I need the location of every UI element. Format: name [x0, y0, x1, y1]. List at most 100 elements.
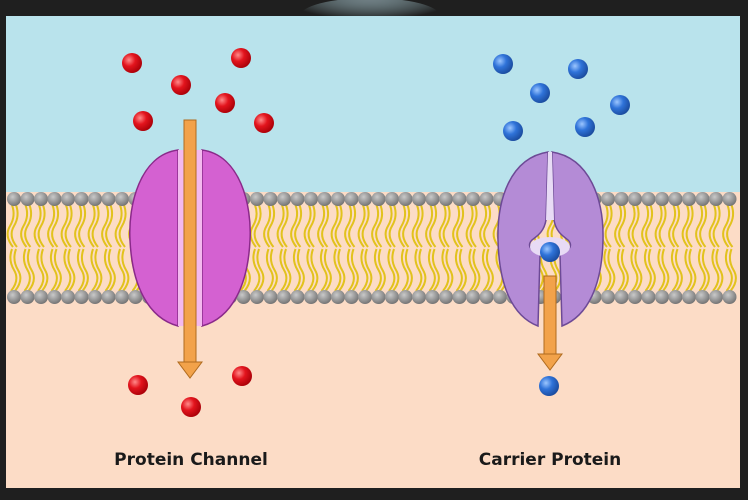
red-molecule	[122, 53, 142, 73]
lipid-head	[628, 290, 642, 304]
lipid-head	[101, 192, 116, 206]
lipid-tail	[697, 248, 706, 292]
lipid-tail	[641, 204, 650, 248]
lipid-head	[115, 290, 129, 304]
carrier-arrow-head	[537, 353, 563, 371]
lipid-tail	[495, 248, 504, 292]
channel-right-lobe	[201, 149, 251, 327]
lipid-tail	[620, 248, 629, 292]
blue-molecule	[610, 95, 630, 115]
lipid-tail	[377, 248, 386, 292]
lipid-tail	[427, 248, 436, 292]
lipid-tail	[643, 248, 652, 292]
lipid-tail	[26, 248, 35, 292]
lipid-tail	[87, 204, 96, 248]
lipid-tail	[60, 204, 69, 248]
lipid-tail	[63, 248, 72, 292]
channel-arrow-shaft	[183, 119, 197, 365]
lipid-head	[479, 192, 494, 206]
lipid-head	[641, 192, 656, 206]
lipid-tail	[117, 248, 126, 292]
lipid-tail	[36, 248, 45, 292]
lipid-head	[47, 290, 62, 304]
lipid-head	[304, 192, 318, 206]
lipid-tail	[472, 248, 481, 292]
lipid-head	[358, 290, 372, 304]
lipid-tail	[661, 248, 670, 292]
lipid-head	[128, 290, 143, 304]
lipid-head	[425, 290, 440, 304]
lipid-tail	[387, 248, 396, 292]
red-molecule	[232, 366, 252, 386]
lipid-head	[317, 192, 332, 206]
lipid-tail	[53, 248, 62, 292]
lipid-tail	[375, 204, 384, 248]
lipid-tail	[400, 248, 409, 292]
lipid-tail	[616, 248, 625, 292]
lipid-tail	[307, 204, 316, 248]
lipid-tail	[64, 204, 73, 248]
lipid-tail	[47, 204, 56, 248]
lipid-tail	[685, 204, 694, 248]
lipid-head	[34, 290, 48, 304]
lipid-head	[61, 192, 75, 206]
channel-arrow-head	[177, 361, 203, 379]
lipid-tail	[454, 248, 463, 292]
lipid-tail	[107, 248, 116, 292]
lipid-tail	[22, 248, 31, 292]
lipid-tail	[121, 248, 130, 292]
lipid-tail	[371, 204, 380, 248]
lipid-tail	[402, 204, 411, 248]
lipid-head	[614, 290, 629, 304]
blue-molecule-bound	[540, 242, 560, 262]
lipid-head	[466, 290, 480, 304]
lipid-tail	[418, 248, 427, 292]
lipid-head	[709, 290, 723, 304]
lipid-tail	[647, 248, 656, 292]
lipid-head	[20, 290, 35, 304]
lipid-tail	[627, 204, 636, 248]
lipid-head	[452, 290, 467, 304]
lipid-tail	[695, 204, 704, 248]
lipid-tail	[350, 248, 359, 292]
lipid-tail	[384, 204, 393, 248]
lipid-tail	[49, 248, 58, 292]
carrier-protein-label: Carrier Protein	[479, 450, 621, 470]
lipid-head	[425, 192, 440, 206]
lipid-tail	[658, 204, 667, 248]
blue-molecule	[530, 83, 550, 103]
lipid-head	[7, 192, 21, 206]
lipid-tail	[438, 204, 447, 248]
lipid-tail	[321, 204, 330, 248]
lipid-tail	[614, 204, 623, 248]
lipid-tail	[681, 204, 690, 248]
lipid-tail	[267, 204, 276, 248]
lipid-tail	[334, 204, 343, 248]
lipid-tail	[294, 204, 303, 248]
lipid-tail	[674, 248, 683, 292]
lipid-tail	[346, 248, 355, 292]
lipid-head	[74, 192, 89, 206]
lipid-head	[668, 290, 683, 304]
lipid-head	[317, 290, 332, 304]
lipid-head	[385, 192, 399, 206]
lipid-tail	[317, 204, 326, 248]
lipid-tail	[105, 204, 114, 248]
lipid-head	[439, 192, 453, 206]
lipid-head	[34, 192, 48, 206]
lipid-tail	[618, 204, 627, 248]
lipid-head	[304, 290, 318, 304]
lipid-tail	[24, 204, 33, 248]
lipid-tail	[13, 248, 22, 292]
lipid-tail	[445, 248, 454, 292]
lipid-tail	[684, 248, 693, 292]
lipid-tail	[715, 248, 724, 292]
lipid-head	[614, 192, 629, 206]
lipid-head	[371, 192, 386, 206]
lipid-tail	[415, 204, 424, 248]
lipid-tail	[607, 248, 616, 292]
red-molecule	[231, 48, 251, 68]
lipid-tail	[103, 248, 112, 292]
lipid-head	[236, 290, 251, 304]
